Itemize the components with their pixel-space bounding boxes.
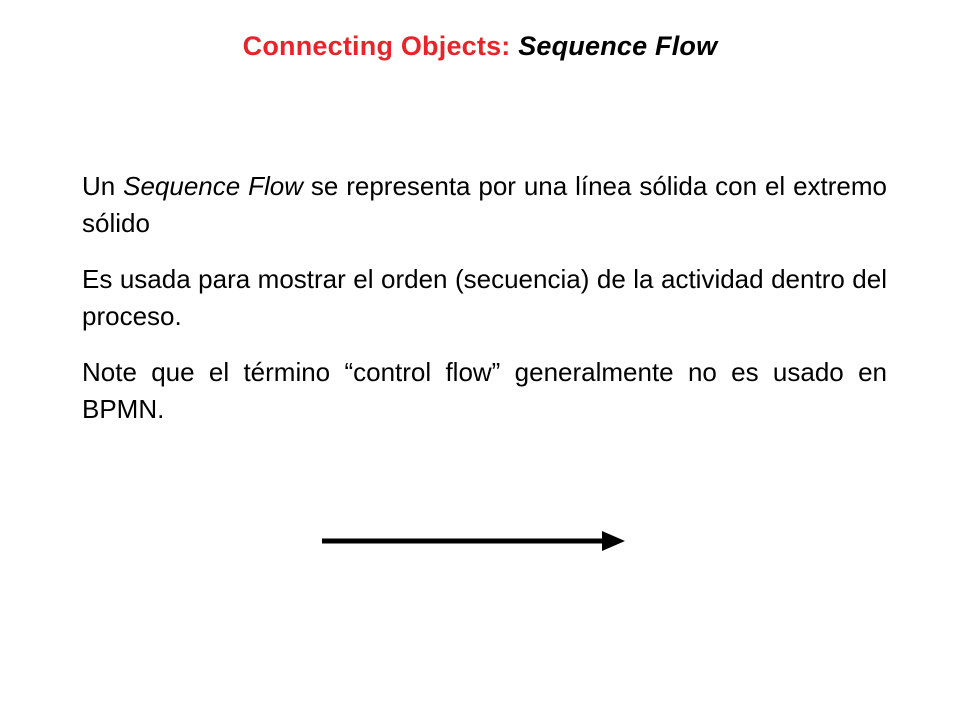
p1-before: Un: [82, 171, 124, 201]
arrow-head: [602, 531, 625, 551]
body-text: Un Sequence Flow se representa por una l…: [82, 168, 887, 447]
title-connecting-objects: Connecting Objects:: [242, 31, 519, 61]
paragraph-note: Note que el término “control flow” gener…: [82, 357, 887, 424]
sequence-flow-arrow-icon: [320, 524, 630, 558]
p1-italic-term: Sequence Flow: [123, 171, 303, 201]
paragraph-sequence-flow-definition: Un Sequence Flow se representa por una l…: [82, 168, 887, 242]
slide-title: Connecting Objects: Sequence Flow: [0, 30, 960, 62]
title-sequence-flow: Sequence Flow: [518, 31, 718, 61]
arrow-svg: [322, 531, 625, 551]
paragraph-usage: Es usada para mostrar el orden (secuenci…: [82, 264, 887, 331]
p1-after: se representa por una línea sólida con e…: [82, 171, 887, 238]
